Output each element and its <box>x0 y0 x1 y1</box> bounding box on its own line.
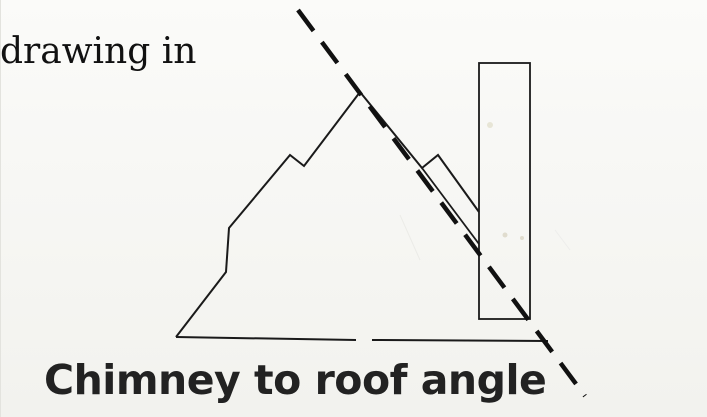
roof-inner-line <box>421 167 480 245</box>
diagram-caption: Chimney to roof angle <box>44 356 547 404</box>
dashed-angle-line <box>296 8 587 398</box>
chimney-rectangle <box>478 62 531 320</box>
base-line <box>175 336 549 342</box>
intro-text: drawing in <box>0 31 197 72</box>
roof-outline <box>175 90 480 338</box>
scan-smudges <box>399 122 571 261</box>
